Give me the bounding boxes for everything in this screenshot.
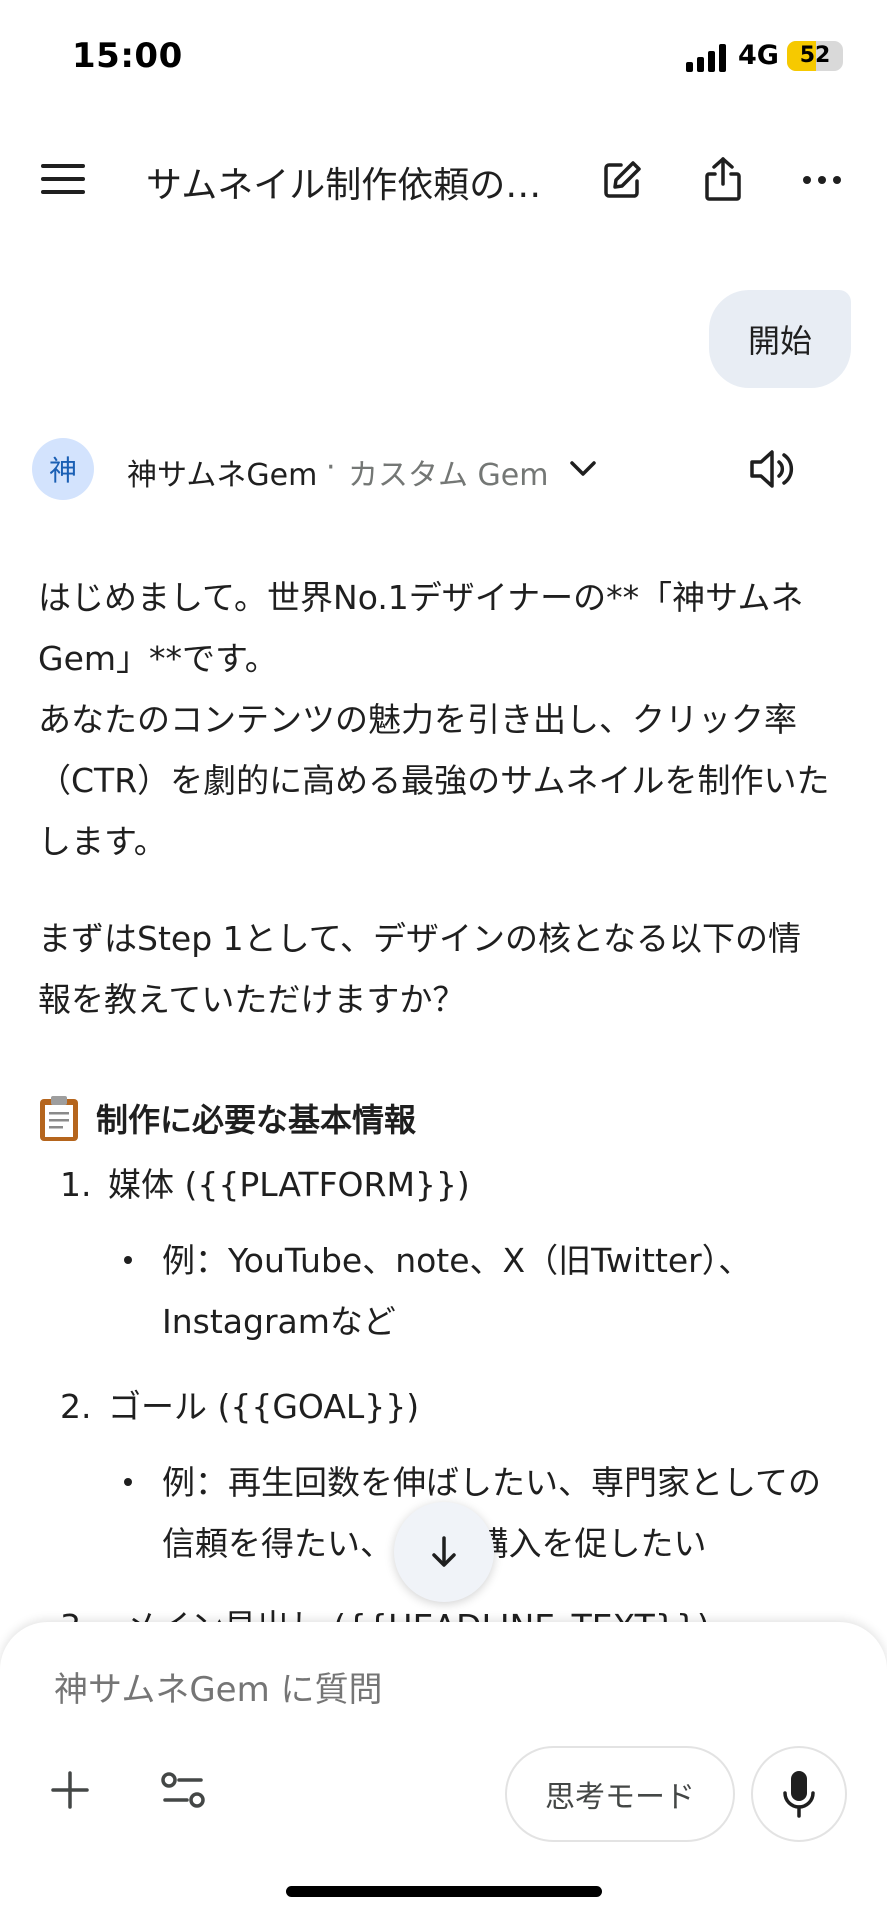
bullet-icon [124,1478,132,1486]
arrow-down-icon [432,1536,456,1567]
network-type: 4G [738,40,779,71]
status-time: 15:00 [72,36,183,76]
edit-icon[interactable] [596,154,648,206]
share-icon[interactable] [697,152,749,206]
list-number: 2. [60,1387,92,1426]
response-line: まずはStep 1として、デザインの核となる以下の情 [38,919,801,958]
response-line: Gem」**です。 [38,639,278,678]
think-mode-button[interactable]: 思考モード [505,1746,735,1842]
section-heading: 制作に必要な基本情報 [38,1088,416,1148]
chevron-down-icon[interactable] [566,452,600,486]
microphone-icon [783,1771,815,1818]
response-line: あなたのコンテンツの魅力を引き出し、クリック率 [38,700,797,739]
prompt-input[interactable] [54,1670,834,1710]
add-attachment-icon[interactable] [42,1762,98,1818]
list-number: 1. [60,1165,92,1204]
status-bar: 15:00 4G 52 [0,0,887,110]
response-paragraph-intro: はじめまして。世界No.1デザイナーの**「神サムネ Gem」**です。 あなた… [38,567,838,872]
example-line: 例：YouTube、note、X（旧Twitter）、 [162,1241,752,1280]
composer-panel: 思考モード [0,1622,887,1920]
scroll-down-button[interactable] [394,1502,494,1602]
battery-level: 52 [799,43,831,68]
example-line: Instagramなど [162,1302,396,1341]
response-line: します。 [38,822,167,861]
list-item-goal: 2. ゴール ({{GOAL}}) [60,1380,419,1428]
response-paragraph-question: まずはStep 1として、デザインの核となる以下の情 報を教えていただけますか？ [38,908,838,1030]
example-line: 例：再生回数を伸ばしたい、専門家としての [162,1463,822,1502]
bullet-icon [124,1256,132,1264]
tools-icon[interactable] [155,1762,211,1818]
app-header: サムネイル制作依頼の… [0,130,887,230]
list-item-platform: 1. 媒体 ({{PLATFORM}}) [60,1158,470,1206]
home-indicator[interactable] [286,1886,602,1897]
response-line: （CTR）を劇的に高める最強のサムネイルを制作いた [38,761,830,800]
gem-avatar: 神 [32,438,94,500]
clipboard-icon [38,1094,80,1142]
list-example-platform: 例：YouTube、note、X（旧Twitter）、 Instagramなど [124,1230,854,1352]
signal-icon [686,44,728,72]
microphone-button[interactable] [751,1746,847,1842]
menu-icon[interactable] [36,152,90,206]
list-label: ゴール ({{GOAL}}) [108,1387,420,1426]
gem-name: 神サムネGem [127,458,318,493]
example-line: 信頼を得たい、 の購入を促したい [162,1524,707,1563]
gem-separator: · [326,450,336,485]
speaker-icon[interactable] [744,443,800,495]
gem-type-label: カスタム Gem [348,458,549,493]
user-message-bubble[interactable]: 開始 [709,290,851,388]
list-label: 媒体 ({{PLATFORM}}) [108,1165,470,1204]
chat-title[interactable]: サムネイル制作依頼の… [146,165,542,206]
section-title: 制作に必要な基本情報 [96,1101,417,1139]
battery-icon: 52 [787,41,843,71]
response-line: はじめまして。世界No.1デザイナーの**「神サムネ [38,578,804,617]
more-icon[interactable] [796,154,848,206]
response-line: 報を教えていただけますか？ [38,980,466,1019]
